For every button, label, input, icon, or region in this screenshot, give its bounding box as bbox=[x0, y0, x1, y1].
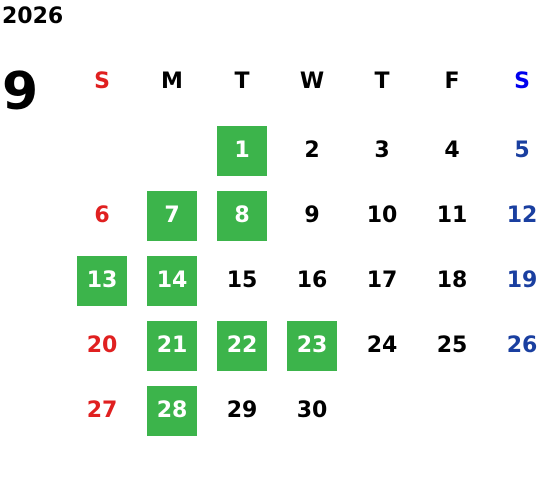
day-cell: 20 bbox=[67, 313, 137, 378]
calendar-day[interactable]: 25 bbox=[436, 332, 468, 358]
weekday-label: M bbox=[161, 69, 183, 94]
calendar-month: 9 bbox=[2, 62, 39, 122]
day-cell: 5 bbox=[487, 118, 548, 183]
calendar-day[interactable]: 27 bbox=[86, 397, 118, 423]
day-cell: 17 bbox=[347, 248, 417, 313]
day-cell: 10 bbox=[347, 183, 417, 248]
weekday-label: F bbox=[444, 69, 460, 94]
calendar-day[interactable]: 2 bbox=[304, 137, 320, 163]
calendar-day[interactable]: 9 bbox=[304, 202, 320, 228]
highlighted-day[interactable]: 7 bbox=[147, 190, 197, 241]
weekday-label: S bbox=[514, 69, 530, 94]
calendar-day[interactable]: 10 bbox=[366, 202, 398, 228]
day-cell: 11 bbox=[417, 183, 487, 248]
week-row: 20 21 22 23 24 25 26 bbox=[67, 313, 548, 378]
day-cell: 4 bbox=[417, 118, 487, 183]
day-cell: 19 bbox=[487, 248, 548, 313]
day-cell bbox=[347, 378, 417, 443]
day-cell bbox=[67, 118, 137, 183]
day-cell: 22 bbox=[207, 313, 277, 378]
day-cell: 21 bbox=[137, 313, 207, 378]
day-cell: 23 bbox=[277, 313, 347, 378]
highlighted-day[interactable]: 8 bbox=[217, 190, 267, 241]
day-cell: 8 bbox=[207, 183, 277, 248]
day-cell bbox=[137, 118, 207, 183]
calendar-day[interactable]: 5 bbox=[514, 137, 530, 163]
calendar-day[interactable]: 17 bbox=[366, 267, 398, 293]
day-cell: 13 bbox=[67, 248, 137, 313]
day-cell: 3 bbox=[347, 118, 417, 183]
highlighted-day[interactable]: 1 bbox=[217, 125, 267, 176]
day-cell: 26 bbox=[487, 313, 548, 378]
week-row: 1 2 3 4 5 bbox=[67, 118, 548, 183]
day-cell: 9 bbox=[277, 183, 347, 248]
calendar-day[interactable]: 18 bbox=[436, 267, 468, 293]
calendar-day[interactable]: 4 bbox=[444, 137, 460, 163]
calendar-day[interactable]: 11 bbox=[436, 202, 468, 228]
highlighted-day[interactable]: 13 bbox=[77, 255, 127, 306]
weekday-label: W bbox=[299, 69, 325, 94]
day-cell: 28 bbox=[137, 378, 207, 443]
day-cell: 14 bbox=[137, 248, 207, 313]
day-cell bbox=[417, 378, 487, 443]
day-cell: 15 bbox=[207, 248, 277, 313]
calendar-day[interactable]: 12 bbox=[506, 202, 538, 228]
highlighted-day[interactable]: 28 bbox=[147, 385, 197, 436]
calendar-day[interactable]: 19 bbox=[506, 267, 538, 293]
highlighted-day[interactable]: 23 bbox=[287, 320, 337, 371]
highlighted-day[interactable]: 21 bbox=[147, 320, 197, 371]
calendar-year: 2026 bbox=[2, 4, 64, 29]
weekday-label: T bbox=[234, 69, 250, 94]
day-cell: 30 bbox=[277, 378, 347, 443]
calendar-day[interactable]: 15 bbox=[226, 267, 258, 293]
weekday-label: S bbox=[94, 69, 110, 94]
day-cell: 1 bbox=[207, 118, 277, 183]
calendar-day[interactable]: 30 bbox=[296, 397, 328, 423]
calendar-day[interactable]: 16 bbox=[296, 267, 328, 293]
day-cell: 16 bbox=[277, 248, 347, 313]
calendar-day[interactable]: 6 bbox=[94, 202, 110, 228]
day-cell: 18 bbox=[417, 248, 487, 313]
highlighted-day[interactable]: 22 bbox=[217, 320, 267, 371]
week-row: 13 14 15 16 17 18 19 bbox=[67, 248, 548, 313]
day-cell: 24 bbox=[347, 313, 417, 378]
day-cell: 7 bbox=[137, 183, 207, 248]
calendar-day[interactable]: 26 bbox=[506, 332, 538, 358]
day-cell: 29 bbox=[207, 378, 277, 443]
day-cell bbox=[487, 378, 548, 443]
calendar-day[interactable]: 29 bbox=[226, 397, 258, 423]
weekday-label: T bbox=[374, 69, 390, 94]
calendar-day[interactable]: 24 bbox=[366, 332, 398, 358]
calendar-day[interactable]: 3 bbox=[374, 137, 390, 163]
day-cell: 27 bbox=[67, 378, 137, 443]
day-cell: 25 bbox=[417, 313, 487, 378]
day-cell: 2 bbox=[277, 118, 347, 183]
week-row: 27 28 29 30 bbox=[67, 378, 548, 443]
calendar-day[interactable]: 20 bbox=[86, 332, 118, 358]
day-cell: 12 bbox=[487, 183, 548, 248]
highlighted-day[interactable]: 14 bbox=[147, 255, 197, 306]
day-cell: 6 bbox=[67, 183, 137, 248]
